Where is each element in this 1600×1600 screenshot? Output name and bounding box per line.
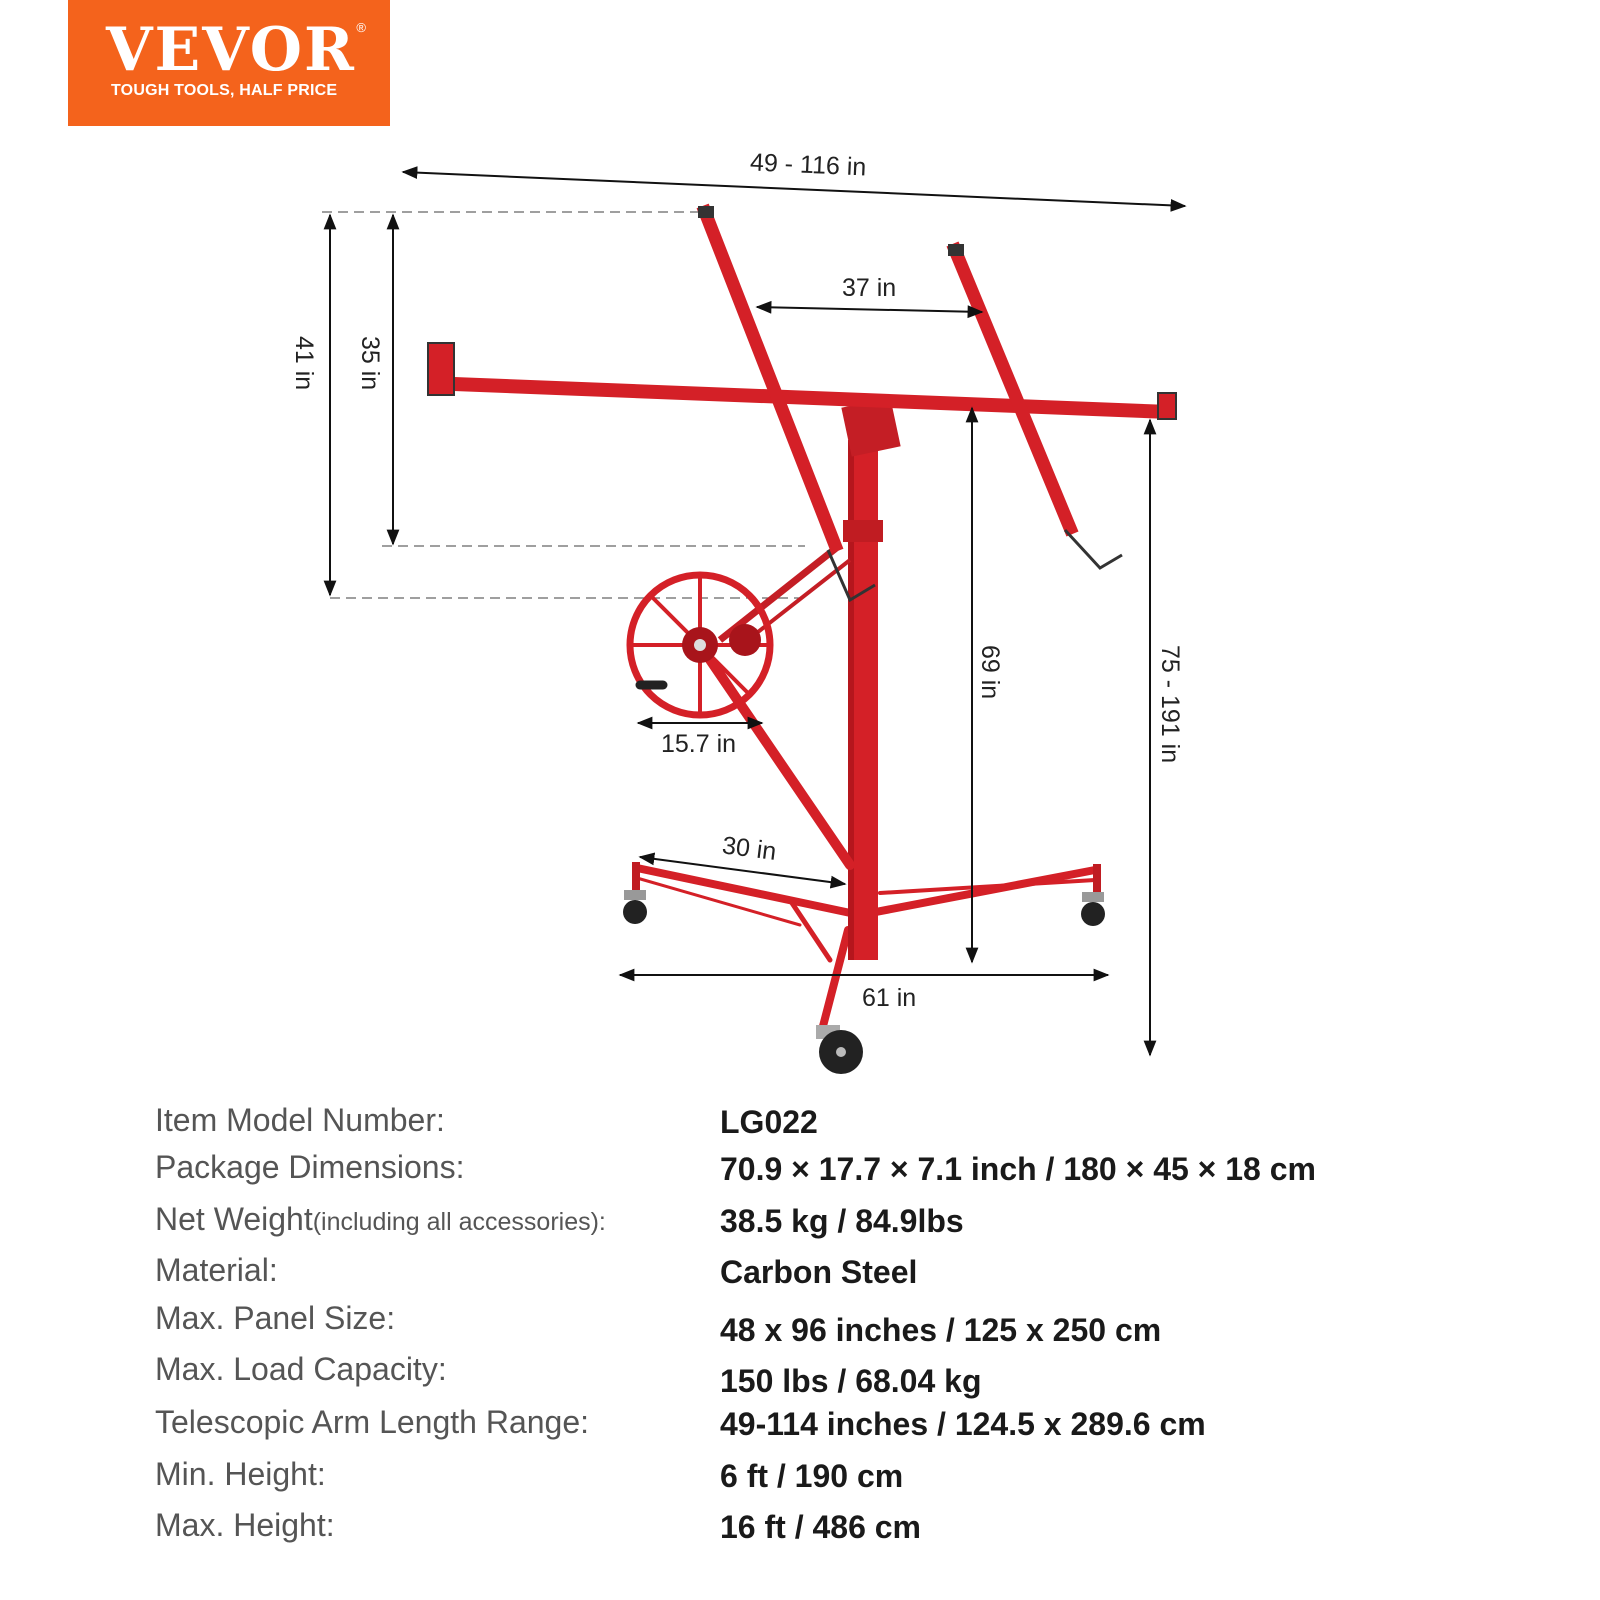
spec-value: 70.9 × 17.7 × 7.1 inch / 180 × 45 × 18 c… [720,1151,1316,1187]
drywall-lift [427,203,1177,1074]
vevor-logo: VEVOR ® TOUGH TOOLS, HALF PRICE [68,0,390,126]
winch-wheel [626,571,774,719]
spec-label: Max. Panel Size: [155,1300,396,1336]
spec-row-arm-range: Telescopic Arm Length Range: 49-114 inch… [155,1404,1455,1454]
spec-row-material: Material: Carbon Steel [155,1252,1455,1302]
label-arm-range: 49 - 116 in [749,148,866,181]
label-height-35: 35 in [356,336,384,390]
spec-label: Telescopic Arm Length Range: [155,1404,590,1440]
spec-value: 16 ft / 486 cm [720,1509,921,1545]
spec-row-model: Item Model Number: LG022 [155,1102,1455,1152]
spec-label-note: (including all accessories): [312,1208,606,1236]
spec-row-net-weight: Net Weight(including all accessories): 3… [155,1201,1455,1251]
caster-wheels [623,890,1105,1074]
spec-value: Carbon Steel [720,1254,918,1290]
logo-registered-mark: ® [356,20,366,35]
spec-value: 150 lbs / 68.04 kg [720,1363,982,1399]
label-wheel-diameter: 15.7 in [661,730,736,758]
spec-row-max-load: Max. Load Capacity: 150 lbs / 68.04 kg [155,1351,1455,1401]
spec-label: Item Model Number: [155,1102,445,1138]
horizontal-crossbar [427,342,1177,420]
label-height-69: 69 in [976,645,1004,699]
spec-row-max-panel-size: Max. Panel Size: 48 x 96 inches / 125 x … [155,1300,1455,1350]
reference-dashed-lines [322,211,805,599]
spec-row-max-height: Max. Height: 16 ft / 486 cm [155,1507,1455,1557]
spec-label: Material: [155,1252,278,1288]
mast-collar [843,520,883,542]
spec-label: Min. Height: [155,1456,326,1492]
label-height-41: 41 in [290,336,318,390]
spec-label: Max. Height: [155,1507,335,1543]
caster-posts [632,862,1101,894]
label-height-range: 75 - 191 in [1156,645,1184,763]
spec-value: LG022 [720,1104,818,1140]
logo-brand: VEVOR [106,15,356,85]
dimension-arrows [323,166,1187,1057]
spec-label: Net Weight(including all accessories): [155,1201,606,1237]
label-leg-length: 30 in [721,831,778,865]
panel-support-arms [696,203,1079,554]
spec-value: 48 x 96 inches / 125 x 250 cm [720,1312,1162,1348]
spec-label: Package Dimensions: [155,1149,465,1185]
label-cradle-width: 37 in [842,274,896,302]
label-base-width: 61 in [862,984,916,1012]
tilt-head [841,397,901,457]
spec-label: Max. Load Capacity: [155,1351,447,1387]
logo-tagline: TOUGH TOOLS, HALF PRICE [111,82,338,99]
panel-hooks [826,528,1123,603]
spec-value: 6 ft / 190 cm [720,1458,904,1494]
spec-value: 49-114 inches / 124.5 x 289.6 cm [720,1406,1206,1442]
spec-row-package-dimensions: Package Dimensions: 70.9 × 17.7 × 7.1 in… [155,1149,1455,1199]
spec-row-min-height: Min. Height: 6 ft / 190 cm [155,1456,1455,1506]
spec-value: 38.5 kg / 84.9lbs [720,1203,964,1239]
drywall-lift-diagram: 49 - 116 in 37 in 41 in 35 in 15.7 in 69… [290,148,1187,1074]
